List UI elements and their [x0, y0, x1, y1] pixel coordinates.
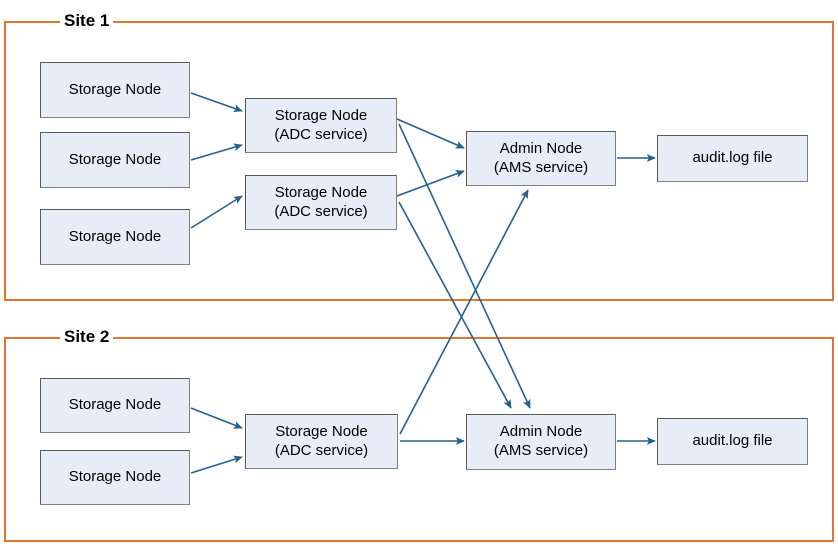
- node-storage-node[interactable]: Storage Node: [40, 132, 190, 188]
- node-audit-log-file[interactable]: audit.log file: [657, 135, 808, 182]
- node-label-line1: Admin Node: [499, 139, 583, 157]
- node-admin-node-ams[interactable]: Admin Node (AMS service): [466, 414, 616, 470]
- node-label-line1: Storage Node: [68, 396, 162, 414]
- node-storage-node[interactable]: Storage Node: [40, 450, 190, 505]
- node-label-line1: Admin Node: [499, 423, 583, 441]
- node-storage-node[interactable]: Storage Node: [40, 209, 190, 265]
- node-storage-node[interactable]: Storage Node: [40, 378, 190, 433]
- site-2-label: Site 2: [60, 328, 114, 345]
- node-label-line1: Storage Node: [68, 227, 162, 245]
- node-storage-node[interactable]: Storage Node: [40, 62, 190, 118]
- node-label-line1: Storage Node: [68, 80, 162, 98]
- site-1-label: Site 1: [60, 12, 114, 29]
- node-label-line2: (ADC service): [274, 441, 369, 459]
- node-label-line1: Storage Node: [68, 468, 162, 486]
- node-label-line1: Storage Node: [274, 183, 368, 201]
- node-storage-node-adc[interactable]: Storage Node (ADC service): [245, 414, 398, 469]
- node-label-line2: (AMS service): [493, 158, 589, 176]
- node-label-line1: audit.log file: [692, 149, 773, 167]
- node-label-line1: Storage Node: [68, 150, 162, 168]
- node-label-line2: (AMS service): [493, 442, 589, 459]
- node-label-line1: audit.log file: [692, 432, 773, 450]
- node-audit-log-file[interactable]: audit.log file: [657, 418, 808, 465]
- node-label-line2: (ADC service): [274, 125, 368, 143]
- node-storage-node-adc[interactable]: Storage Node (ADC service): [245, 175, 397, 230]
- node-admin-node-ams[interactable]: Admin Node (AMS service): [466, 131, 616, 186]
- node-label-line2: (ADC service): [274, 202, 368, 220]
- node-label-line1: Storage Node: [274, 106, 368, 124]
- node-storage-node-adc[interactable]: Storage Node (ADC service): [245, 98, 397, 153]
- node-label-line1: Storage Node: [275, 422, 368, 440]
